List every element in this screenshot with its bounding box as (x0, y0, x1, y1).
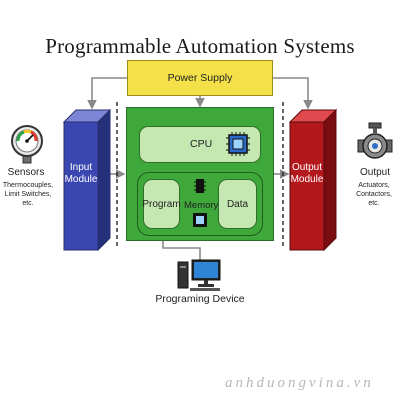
watermark: anhduongvina.vn (225, 375, 374, 391)
program-label: Program (142, 198, 181, 210)
sensors-title: Sensors (7, 167, 45, 178)
output-caption: Actuators, Contactors, etc. (356, 182, 392, 207)
output-title: Output (359, 167, 391, 178)
valve-actuator-icon (357, 122, 393, 159)
memory-module-icon (193, 213, 207, 227)
sensor-gauge-icon (11, 125, 43, 164)
cpu-label: CPU (190, 138, 213, 150)
memory-group: Program Data (137, 172, 263, 236)
data-label: Data (226, 198, 249, 210)
programming-device-label: Programing Device (155, 293, 245, 305)
output-module-label: Output Module (290, 162, 324, 185)
data-box: Data (218, 179, 257, 229)
program-box: Program (142, 179, 181, 229)
diagram-title: Programmable Automation Systems (45, 34, 355, 58)
power-supply-box: Power Supply (127, 60, 273, 96)
power-supply-label: Power Supply (167, 72, 233, 84)
computer-icon (177, 259, 221, 291)
input-module-label: Input Module (64, 162, 98, 185)
memory-chip-icon (194, 179, 206, 193)
sensors-caption: Thermocouples, Limit Switches, etc. (2, 182, 54, 207)
memory-label: Memory (184, 200, 219, 211)
cpu-chip-icon (226, 132, 250, 156)
